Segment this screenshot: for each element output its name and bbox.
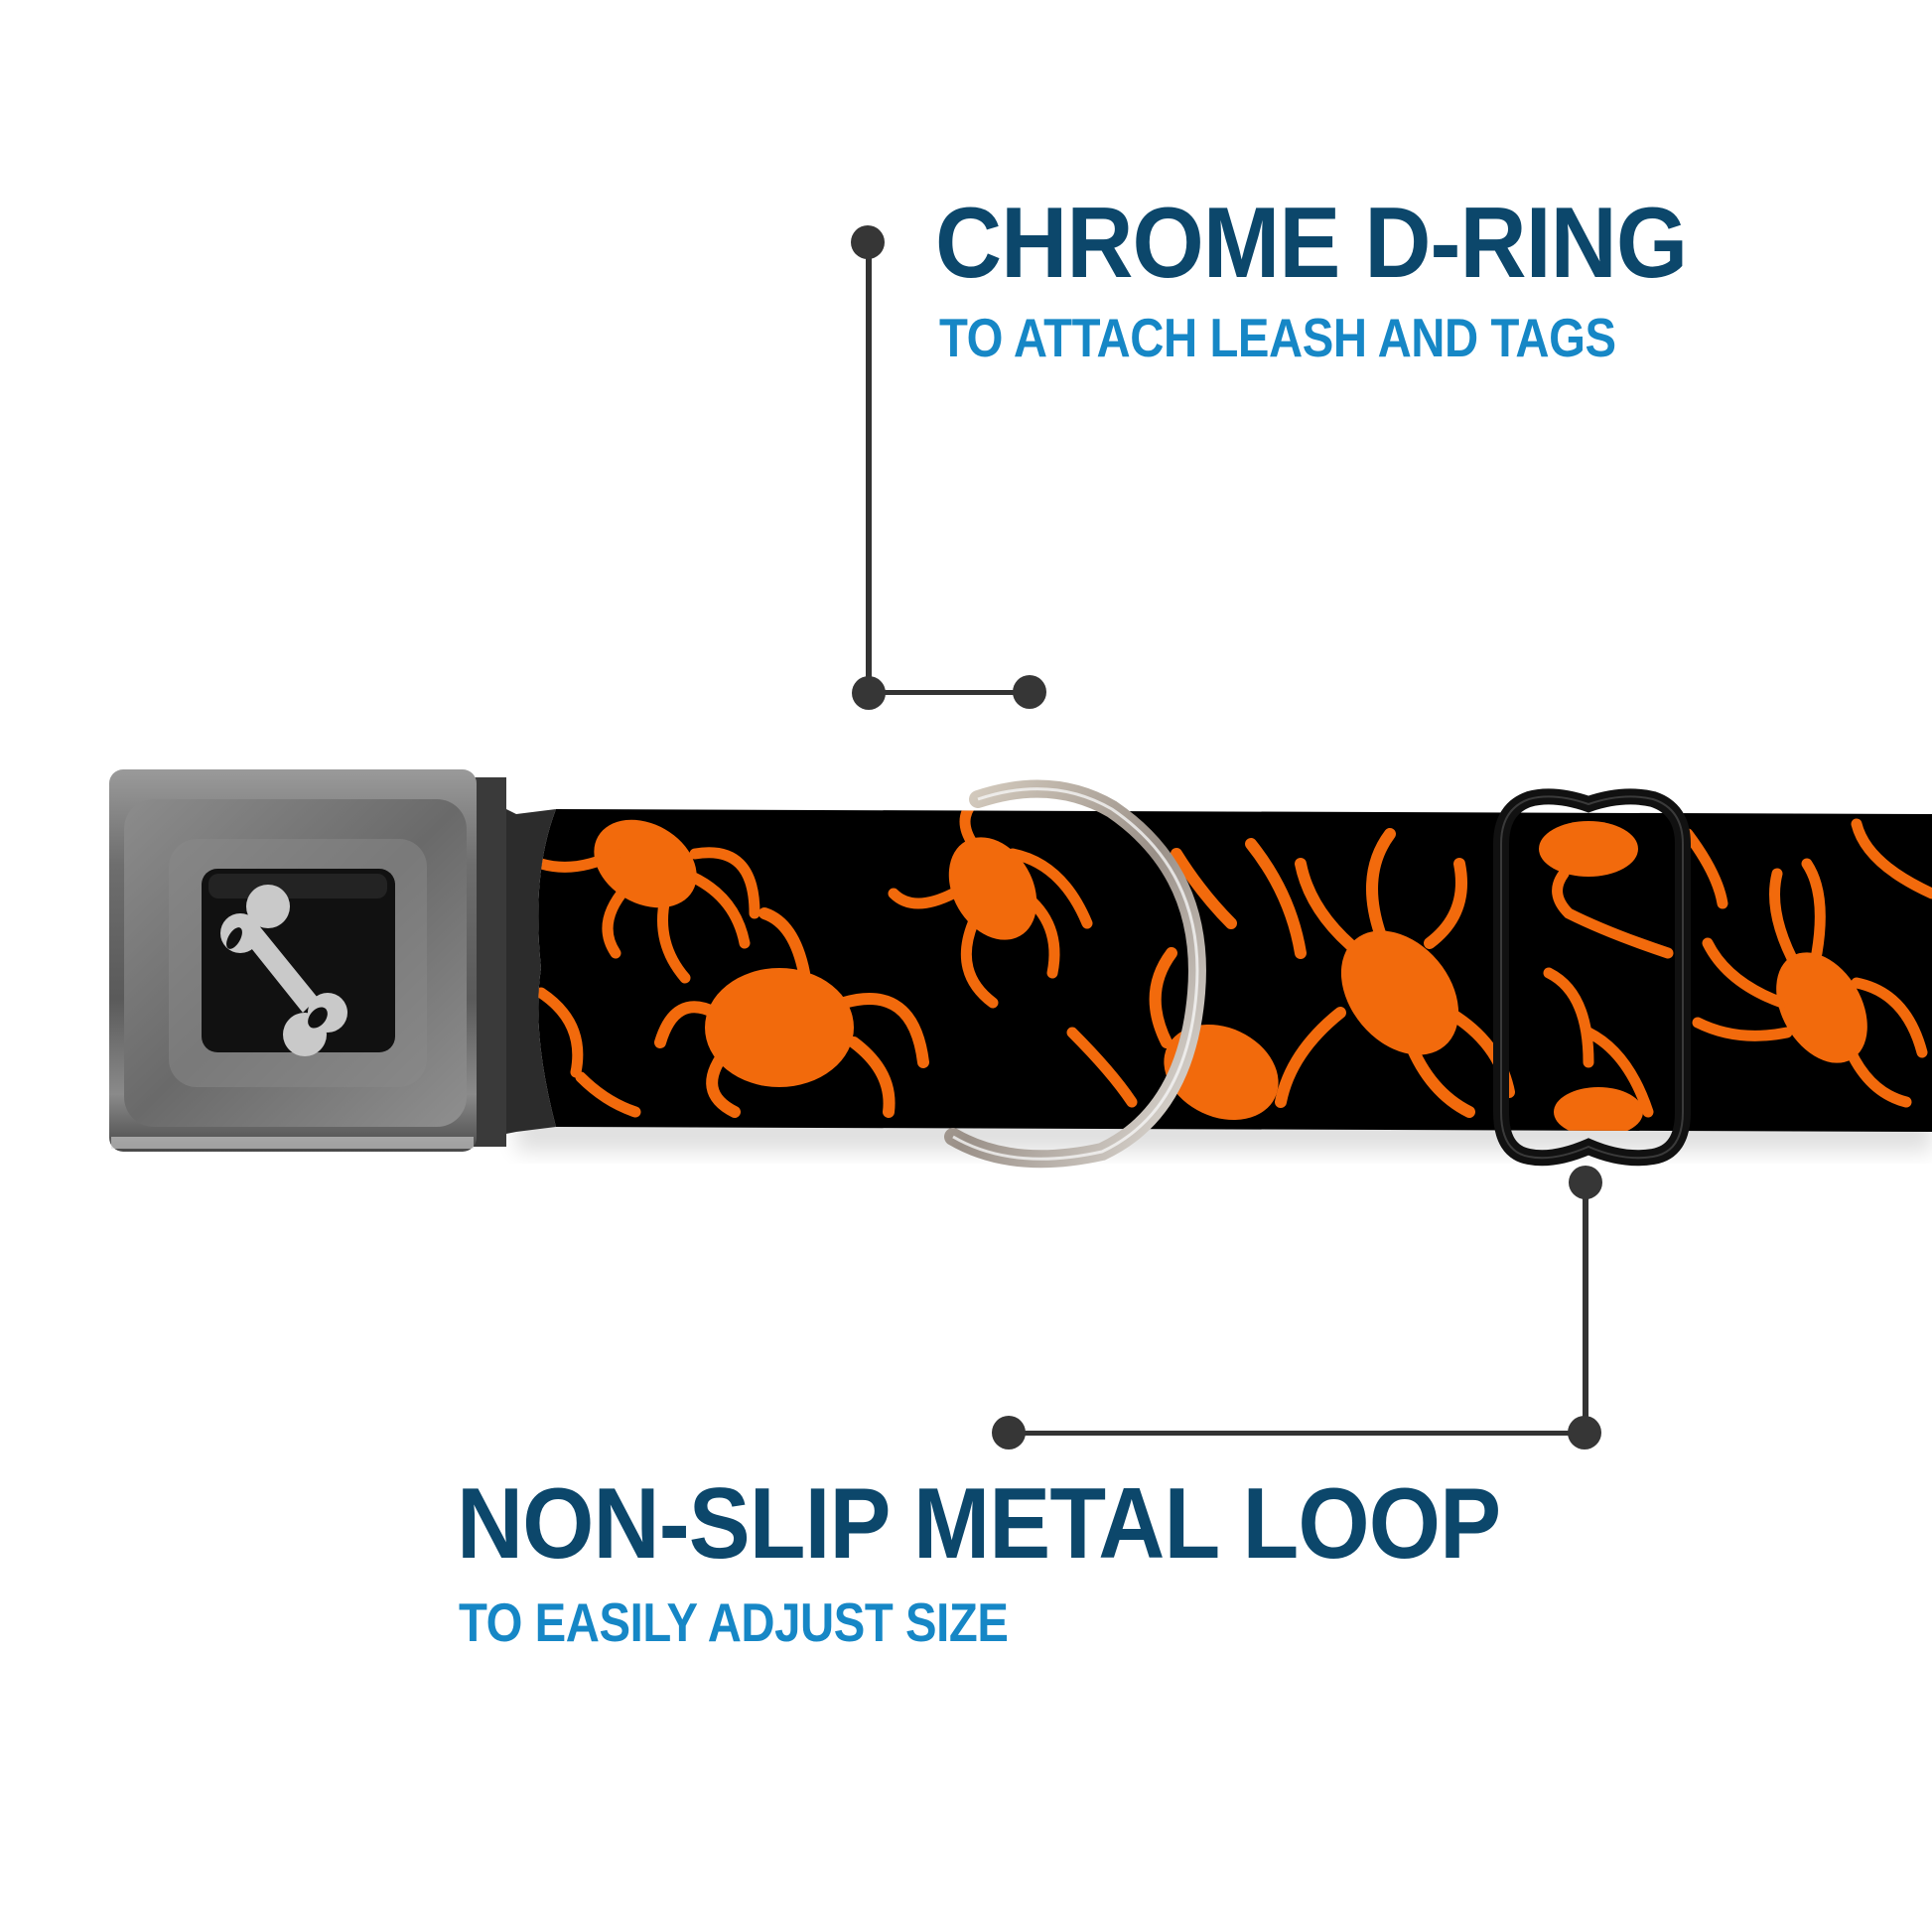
top-callout-dot-end: [1013, 675, 1046, 709]
top-callout-dot-start: [851, 225, 885, 259]
bottom-callout-dot-corner: [1568, 1416, 1601, 1449]
d-ring-title: CHROME D-RING: [935, 188, 1688, 299]
seatbelt-buckle: [109, 769, 556, 1152]
top-callout-dot-corner: [852, 676, 886, 710]
collar-strap: [538, 809, 1932, 1132]
chrome-d-ring: [944, 779, 1206, 1169]
spider-pattern: [538, 809, 1932, 1132]
bottom-callout-dot-start: [1569, 1166, 1602, 1199]
bottom-callout-vertical-line: [1583, 1182, 1588, 1433]
bottom-callout-dot-end: [992, 1416, 1026, 1449]
metal-loop-subtitle: TO EASILY ADJUST SIZE: [459, 1591, 1009, 1653]
bottom-callout-horizontal-line: [1009, 1431, 1585, 1436]
d-ring-subtitle: TO ATTACH LEASH AND TAGS: [939, 307, 1616, 368]
non-slip-metal-loop: [1493, 788, 1691, 1167]
top-callout-vertical-line: [866, 242, 872, 694]
top-callout-horizontal-line: [869, 690, 1030, 695]
metal-loop-title: NON-SLIP METAL LOOP: [457, 1468, 1501, 1580]
bone-icon: [220, 885, 347, 1056]
